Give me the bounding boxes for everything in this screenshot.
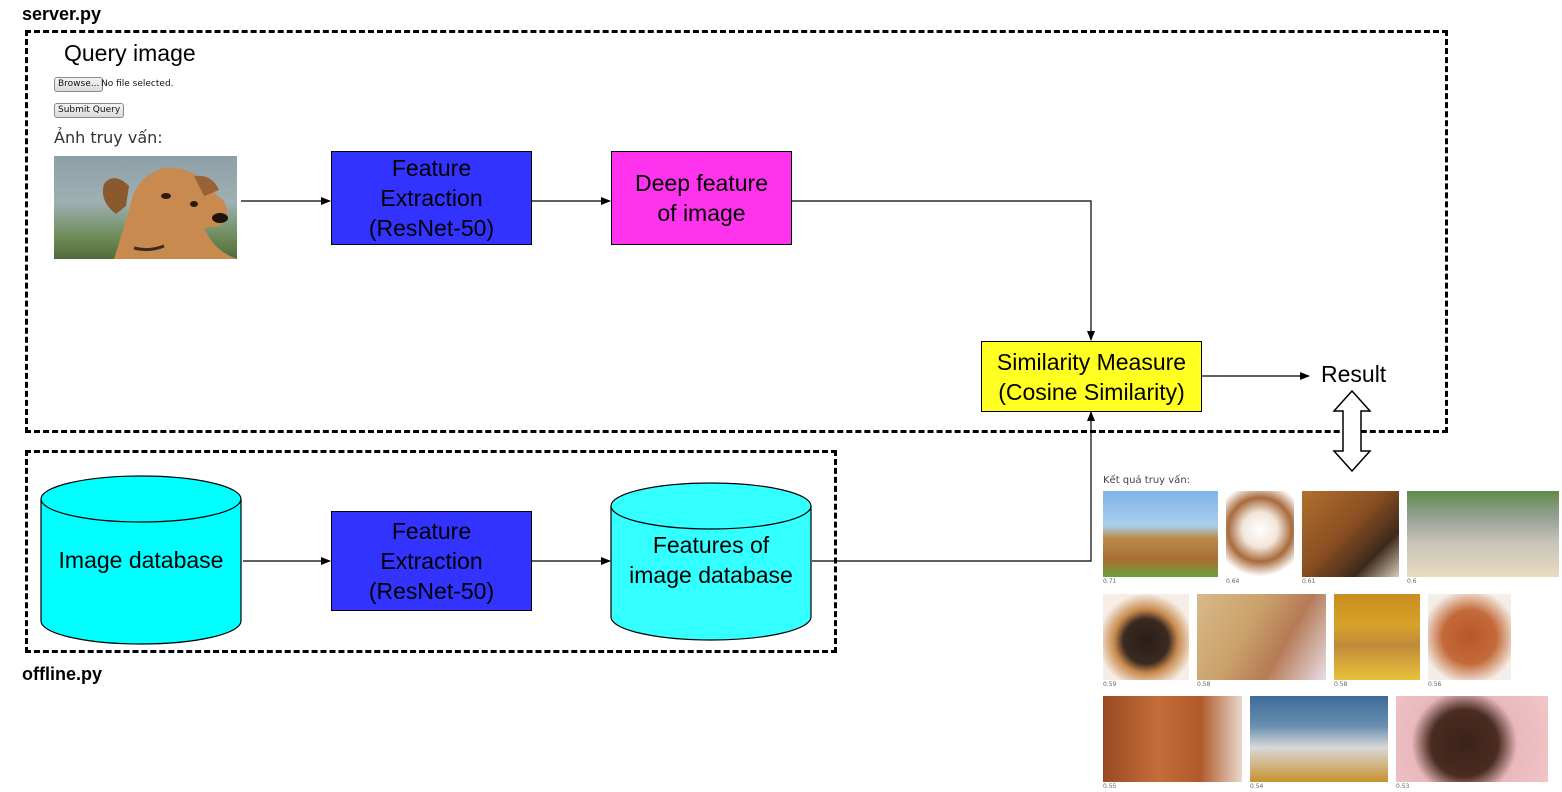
feature-extraction-offline-box: Feature Extraction (ResNet-50): [331, 511, 532, 611]
feature-extraction-online-label: Feature Extraction (ResNet-50): [368, 155, 495, 241]
server-group-boundary: [25, 30, 1448, 433]
similarity-measure-label: Similarity Measure (Cosine Similarity): [996, 348, 1187, 405]
result-double-arrow: [1332, 389, 1372, 473]
result-score: 0.58: [1197, 681, 1211, 688]
result-score: 0.71: [1103, 578, 1117, 585]
result-thumbnail: [1334, 594, 1420, 680]
server-group-label: server.py: [22, 4, 102, 24]
result-thumbnail: [1250, 696, 1388, 782]
result-score: 0.55: [1103, 783, 1117, 790]
feature-extraction-online-box: Feature Extraction (ResNet-50): [331, 151, 532, 245]
result-score: 0.6: [1407, 578, 1417, 585]
offline-group-label: offline.py: [22, 664, 102, 684]
deep-feature-label: Deep feature of image: [635, 170, 768, 226]
file-status-text: No file selected.: [101, 79, 174, 89]
result-thumbnail: [1226, 491, 1294, 577]
browse-button[interactable]: Browse...: [54, 77, 104, 92]
result-thumbnail: [1197, 594, 1326, 680]
result-thumbnail: [1103, 491, 1218, 577]
result-label: Result: [1321, 361, 1387, 387]
result-thumbnail: [1407, 491, 1559, 577]
result-thumbnail: [1103, 696, 1242, 782]
image-database-label: Image database: [58, 547, 224, 573]
feature-extraction-offline-label: Feature Extraction (ResNet-50): [368, 518, 495, 604]
result-score: 0.59: [1103, 681, 1117, 688]
image-database-cylinder: [40, 475, 242, 645]
arrow-deep-feature-to-similarity: [792, 200, 1095, 341]
query-image-title: Query image: [64, 40, 196, 66]
result-score: 0.61: [1302, 578, 1316, 585]
arrow-features-db-to-similarity: [812, 411, 1095, 562]
result-thumbnail: [1302, 491, 1399, 577]
deep-feature-box: Deep feature of image: [611, 151, 792, 245]
similarity-measure-box: Similarity Measure (Cosine Similarity): [981, 341, 1202, 412]
result-thumbnail: [1428, 594, 1511, 680]
result-score: 0.54: [1250, 783, 1264, 790]
result-score: 0.58: [1334, 681, 1348, 688]
result-score: 0.53: [1396, 783, 1410, 790]
query-label: Ảnh truy vấn:: [54, 128, 163, 147]
result-score: 0.56: [1428, 681, 1442, 688]
result-thumbnail: [1103, 594, 1189, 680]
results-heading: Kết quả truy vấn:: [1103, 475, 1191, 486]
features-db-cylinder: [610, 482, 812, 641]
features-db-label: Features of image database: [629, 532, 793, 588]
result-score: 0.64: [1226, 578, 1240, 585]
result-thumbnail: [1396, 696, 1548, 782]
offline-group-boundary: [25, 450, 837, 653]
query-dog-image: [54, 156, 237, 259]
submit-query-button[interactable]: Submit Query: [54, 103, 125, 118]
